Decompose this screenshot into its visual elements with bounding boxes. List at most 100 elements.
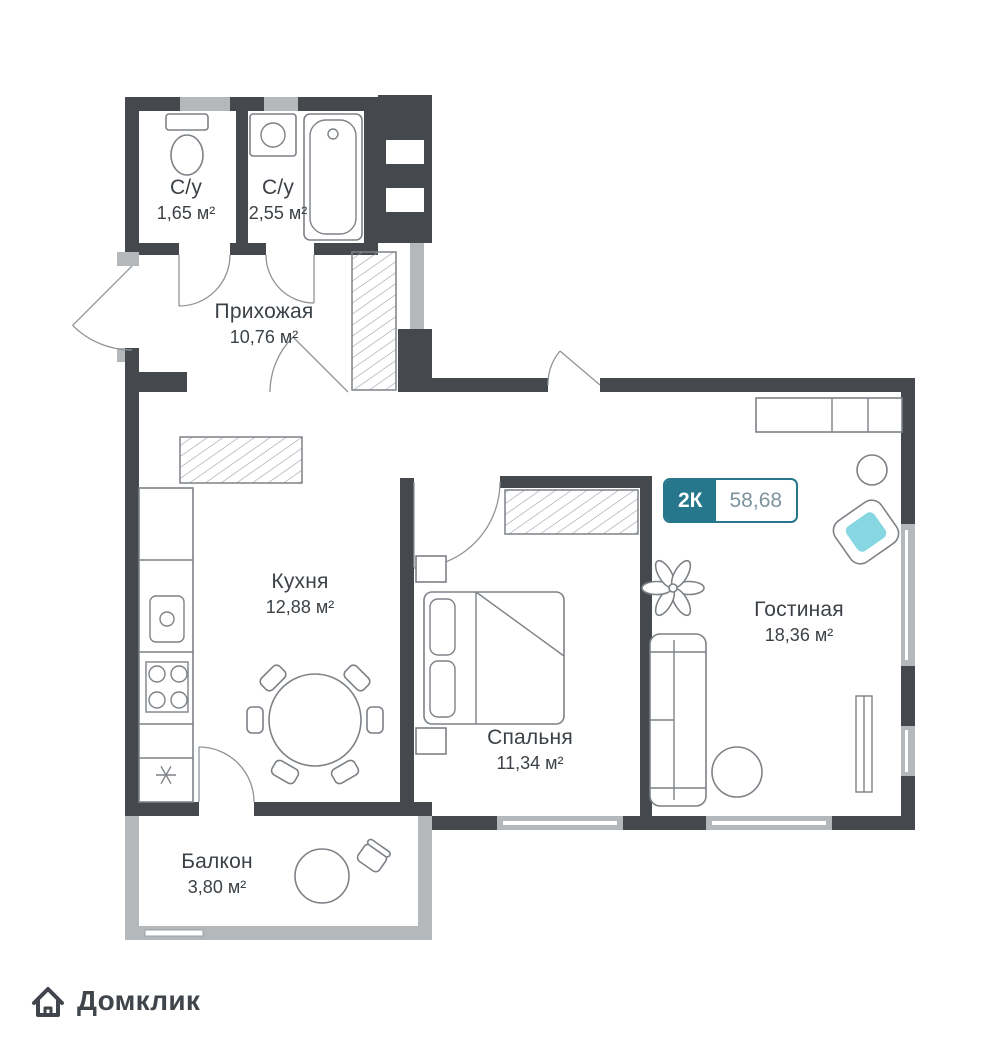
entrance-door-swing — [72, 324, 133, 351]
wall-kitchen-bedroom — [400, 478, 414, 816]
doors-layer — [72, 254, 601, 803]
door-kitchen-leaf — [292, 336, 349, 393]
plant-icon — [641, 559, 705, 617]
wall-bedroom-living — [640, 476, 652, 816]
wall-kitchen-bottom-right — [254, 802, 432, 816]
living-room-furniture — [641, 397, 903, 807]
bathroom-fixtures — [165, 113, 363, 241]
room-label-hallway: Прихожая 10,76 м² — [215, 299, 314, 349]
room-name: Прихожая — [214, 300, 314, 324]
side-table-icon — [856, 454, 888, 486]
sofa-icon — [649, 633, 707, 807]
snowflake-icon — [156, 765, 176, 785]
wall-kitchen-bottom-left — [125, 802, 199, 816]
room-name: Гостиная — [754, 598, 844, 622]
room-area: 11,34 м² — [496, 753, 564, 774]
room-name: Балкон — [181, 850, 253, 874]
tv-stand-icon — [755, 397, 903, 433]
wall-top-light-2 — [264, 97, 298, 111]
bed-icon — [423, 591, 565, 725]
window-right-small-glass — [905, 730, 908, 772]
wall-bath-mid-bottom — [230, 243, 266, 255]
room-label-bathroom-large: С/у 2,55 м² — [249, 175, 307, 225]
kitchen-counter — [138, 487, 194, 803]
chair-icon — [270, 759, 300, 785]
window-balcony — [144, 929, 204, 937]
room-label-bathroom-small: С/у 1,65 м² — [157, 175, 215, 225]
wall-hallway-right-light — [410, 243, 424, 329]
wall-bath1-bottom — [139, 243, 179, 255]
wall-hallway-kitchen — [125, 372, 187, 392]
room-label-kitchen: Кухня 12,88 м² — [266, 569, 334, 619]
apartment-badge: 2К 58,68 — [663, 478, 799, 523]
wall-main-top-right — [600, 378, 915, 392]
balcony-furniture — [294, 838, 391, 904]
nightstand-icon — [415, 727, 447, 755]
room-area: 2,55 м² — [248, 203, 308, 224]
bathtub-icon — [303, 113, 363, 241]
shaft-block — [378, 95, 432, 243]
toilet-icon — [165, 113, 209, 176]
chair-icon — [259, 664, 287, 692]
room-area: 18,36 м² — [764, 625, 834, 646]
entrance-jamb-top — [117, 252, 139, 266]
door-bedroom-swing — [413, 481, 501, 569]
room-area: 12,88 м² — [265, 597, 335, 618]
room-name: Кухня — [271, 570, 329, 594]
radiator-icon — [855, 695, 873, 793]
room-area: 1,65 м² — [156, 203, 216, 224]
wall-main-top-left — [430, 378, 548, 392]
chair-icon — [246, 706, 264, 734]
room-name: С/у — [169, 176, 203, 200]
wardrobe-hatch-icon — [351, 251, 397, 391]
wall-top-light-1 — [180, 97, 230, 111]
chair-icon — [366, 706, 384, 734]
wall-bedroom-top — [500, 476, 645, 488]
walls-layer — [117, 95, 915, 940]
badge-rooms-count: 2К — [665, 480, 716, 521]
window-living-glass — [712, 821, 826, 825]
shaft-opening-1 — [386, 140, 424, 164]
door-balcony-swing — [198, 746, 255, 803]
chair-icon — [330, 759, 360, 785]
wall-left-upper — [125, 97, 139, 257]
window-bedroom-glass — [503, 821, 617, 825]
door-kitchen-swing — [269, 336, 294, 393]
room-label-bedroom: Спальня 11,34 м² — [487, 725, 573, 775]
domclick-wordmark: Домклик — [77, 985, 201, 1016]
chair-icon — [343, 664, 371, 692]
wall-balcony-right — [418, 816, 432, 940]
balcony-table-icon — [294, 848, 350, 904]
armchair-icon — [832, 499, 900, 565]
wall-corner-block — [398, 329, 432, 392]
room-label-balcony: Балкон 3,80 м² — [181, 849, 253, 899]
shaft-opening-2 — [386, 188, 424, 212]
door-bath2-swing — [265, 254, 315, 304]
wall-balcony-left — [125, 816, 139, 940]
room-area: 3,80 м² — [187, 877, 247, 898]
room-name: Спальня — [487, 726, 573, 750]
balcony-chair-icon — [356, 838, 391, 873]
room-area: 10,76 м² — [229, 327, 299, 348]
room-name: С/у — [261, 176, 295, 200]
pouf-icon — [711, 746, 763, 798]
house-icon — [32, 987, 64, 1017]
closets-layer — [179, 251, 639, 535]
wardrobe-hatch-icon — [504, 489, 639, 535]
door-corridor-leaf — [559, 350, 601, 386]
room-label-living-room: Гостиная 18,36 м² — [754, 597, 844, 647]
door-corridor-swing — [547, 350, 561, 386]
wall-bath2-right — [364, 111, 378, 255]
wall-kitchen-left — [125, 392, 139, 816]
kitchen-furniture — [138, 487, 384, 803]
dining-table-icon — [246, 664, 384, 785]
stove-icon — [145, 661, 189, 713]
wardrobe-hatch-icon — [179, 436, 303, 484]
sink-icon — [249, 113, 297, 157]
badge-total-area: 58,68 — [729, 488, 783, 512]
domclick-logo: Домклик — [28, 981, 200, 1021]
bedroom-furniture — [415, 555, 565, 755]
nightstand-icon — [415, 555, 447, 583]
